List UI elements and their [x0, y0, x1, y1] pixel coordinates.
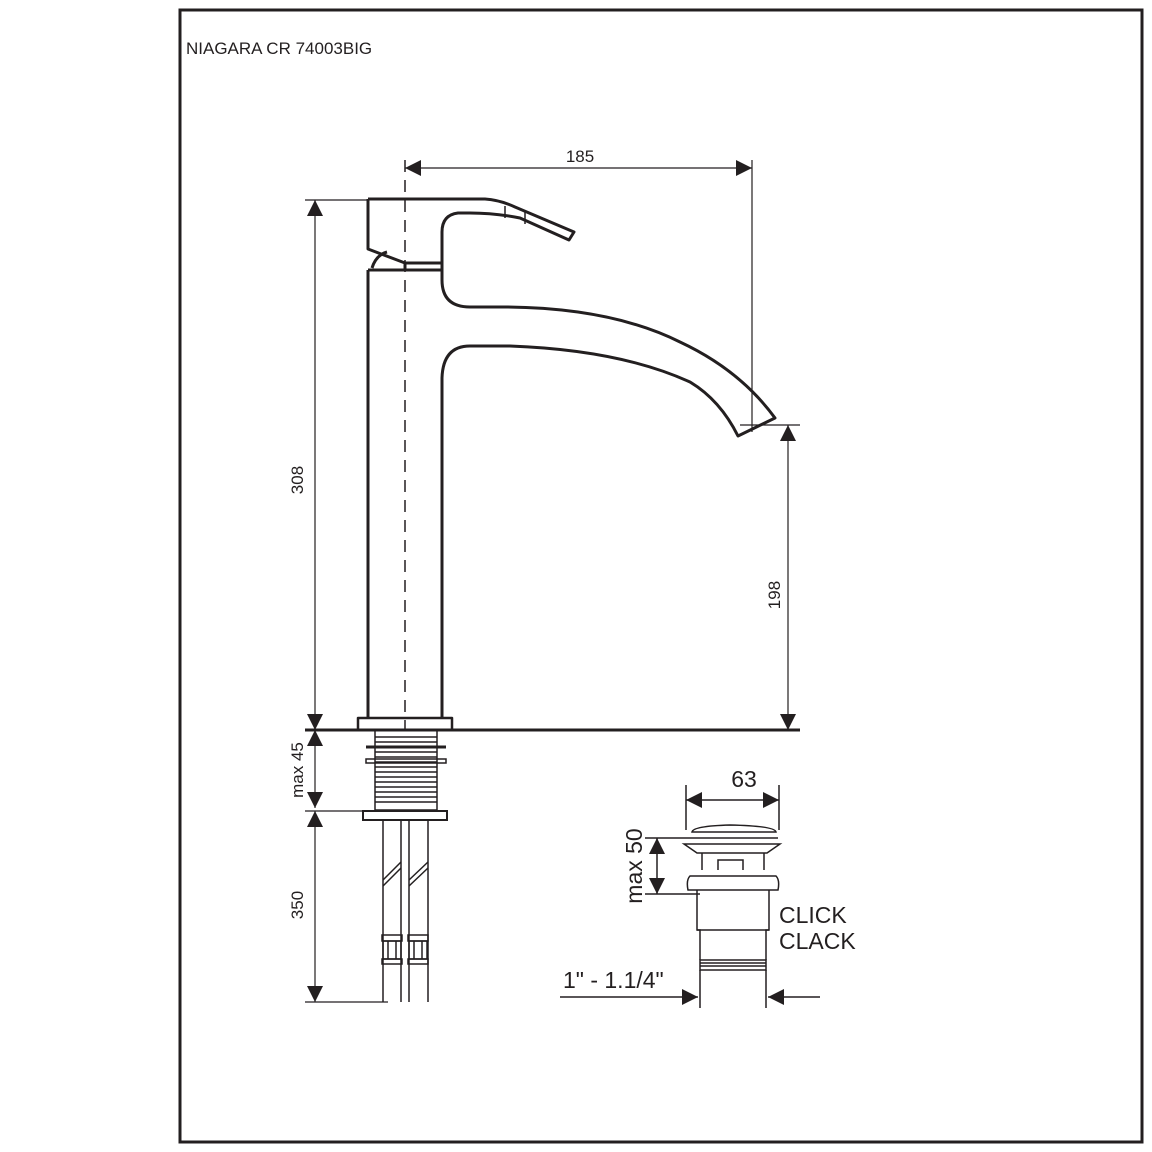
faucet-outline — [356, 197, 777, 732]
dim-deck-thickness: max 45 — [288, 742, 307, 798]
supply-hoses — [381, 820, 429, 1002]
dim-spout-height: 198 — [765, 581, 784, 609]
drain-label-line2: CLACK — [779, 928, 856, 954]
click-clack-drain — [560, 785, 820, 1008]
dim-drain-thread: 1" - 1.1/4" — [563, 967, 664, 993]
dim-height-total: 308 — [288, 466, 307, 494]
drain-label-line1: CLICK — [779, 902, 847, 928]
dim-drain-diameter: 63 — [731, 766, 757, 792]
dim-reach: 185 — [566, 147, 594, 166]
dimension-lines — [305, 160, 800, 1003]
model-title: NIAGARA CR 74003BIG — [186, 39, 372, 58]
dim-hose-length: 350 — [288, 891, 307, 919]
dim-drain-height: max 50 — [621, 828, 647, 903]
drawing-frame — [178, 8, 1144, 1144]
threaded-shank — [362, 729, 448, 821]
